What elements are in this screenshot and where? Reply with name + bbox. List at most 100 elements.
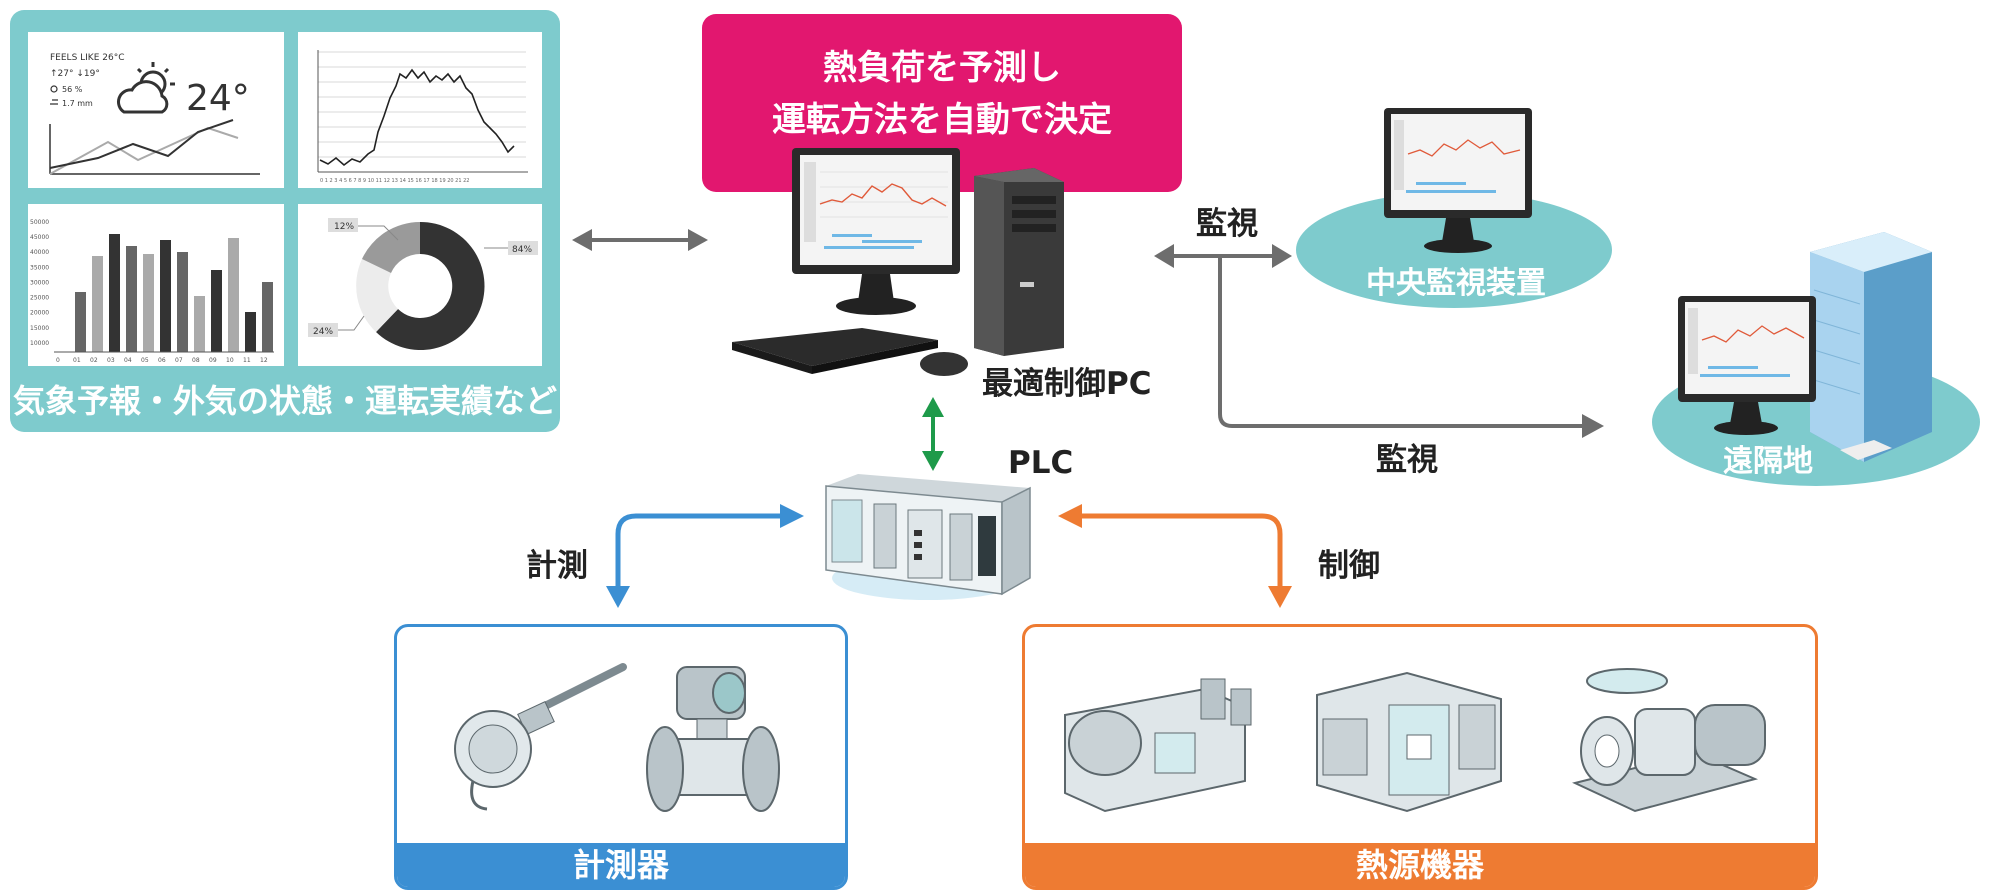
temperature-sensor-icon <box>454 663 627 811</box>
flow-meter-icon <box>646 666 780 812</box>
central-monitor-icon <box>1384 108 1532 253</box>
absorption-chiller-icon <box>1316 671 1502 813</box>
bar-mark <box>194 296 205 352</box>
prediction-box: 熱負荷を予測し 運転方法を自動で決定 <box>702 14 1182 192</box>
heat-source-equipment-box: 熱源機器 <box>1022 624 1818 890</box>
pc-tower-icon <box>974 168 1064 356</box>
svg-text:0 1 2 3 4 5 6 7 8 9 10 11 12 1: 0 1 2 3 4 5 6 7 8 9 10 11 12 13 14 15 16… <box>320 178 470 184</box>
bar-mark <box>262 282 273 352</box>
measuring-instruments-illustration <box>454 663 780 812</box>
monitor-label-top: 監視 <box>1196 206 1258 242</box>
bar-mark <box>75 292 86 352</box>
donut-chart-graphic: 12% 84% 24% <box>308 218 538 350</box>
time-series-graphic: 0 1 2 3 4 5 6 7 8 9 10 11 12 13 14 15 16… <box>317 50 528 184</box>
pc-monitor-icon <box>792 148 960 315</box>
optimal-control-pc-illustration <box>732 148 1064 376</box>
bar-y-tick: 10000 <box>30 340 49 347</box>
bar-mark <box>211 270 222 352</box>
bar-y-tick: 40000 <box>30 249 49 256</box>
data-exchange-arrow <box>572 229 708 251</box>
weather-data-panel: FEELS LIKE 26°C ↑27° ↓19° 56 % 1.7 mm 24… <box>10 10 560 432</box>
bar-mark <box>109 234 120 352</box>
bar-y-tick: 25000 <box>30 295 49 302</box>
bar-x-tick: 02 <box>90 357 98 364</box>
bar-y-tick: 30000 <box>30 279 49 286</box>
rain-icon <box>50 99 58 105</box>
bar-y-tick: 20000 <box>30 310 49 317</box>
measuring-instruments-label: 計測器 <box>397 843 845 887</box>
bar-x-tick: 01 <box>73 357 81 364</box>
monitor-label-bottom: 監視 <box>1376 442 1438 478</box>
optimal-pc-label: 最適制御PC <box>982 366 1152 402</box>
donut-chart-card: 12% 84% 24% <box>298 204 542 366</box>
mouse-icon <box>920 352 968 376</box>
bar-mark <box>228 238 239 352</box>
donut-label-box-1 <box>328 218 358 232</box>
donut-label-1: 12% <box>334 222 354 232</box>
central-monitor-illustration <box>1296 108 1612 308</box>
bar-mark <box>126 246 137 352</box>
bar-x-tick: 08 <box>192 357 200 364</box>
humidity-text: 56 % <box>62 85 83 94</box>
bar-y-tick: 35000 <box>30 264 49 271</box>
bar-y-tick: 15000 <box>30 325 49 332</box>
weather-forecast-card: FEELS LIKE 26°C ↑27° ↓19° 56 % 1.7 mm 24… <box>28 32 284 188</box>
heat-source-equipment-illustration <box>1064 668 1766 813</box>
pump-icon <box>1572 668 1766 813</box>
bar-mark <box>245 312 256 352</box>
humidity-icon <box>50 85 58 93</box>
building-icon <box>1810 232 1932 462</box>
monitoring-arrows <box>1154 244 1604 438</box>
remote-site-label: 遠隔地 <box>1723 444 1813 479</box>
plc-unit-icon <box>825 474 1031 596</box>
bar-x-tick: 09 <box>209 357 217 364</box>
chiller-icon <box>1064 678 1252 813</box>
time-series-line <box>319 68 515 167</box>
hi-lo-text: ↑27° ↓19° <box>50 69 100 79</box>
bar-chart-graphic: 50000 45000 40000 35000 30000 25000 20000 15000… <box>30 219 274 364</box>
bar-mark <box>177 252 188 352</box>
remote-monitor-icon <box>1678 296 1816 435</box>
bar-x-tick: 06 <box>158 357 166 364</box>
plc-label: PLC <box>1008 445 1074 481</box>
pc-plc-arrow <box>922 397 944 471</box>
donut-segment-light <box>356 259 398 332</box>
donut-label-box-2 <box>508 241 538 255</box>
donut-label-2: 84% <box>512 245 532 255</box>
remote-site-illustration <box>1652 232 1980 486</box>
prediction-line-1: 熱負荷を予測し <box>823 48 1061 88</box>
bar-x-tick: 10 <box>226 357 234 364</box>
control-arrow-label: 制御 <box>1318 548 1380 584</box>
central-monitor-label: 中央監視装置 <box>1366 266 1546 301</box>
measure-arrow <box>606 504 804 608</box>
measure-arrow-label: 計測 <box>526 548 588 584</box>
donut-segment-dark <box>376 221 485 350</box>
prediction-line-2: 運転方法を自動で決定 <box>772 100 1112 140</box>
weather-panel-caption: 気象予報・外気の状態・運転実績など <box>12 382 557 420</box>
plc-illustration <box>825 474 1031 600</box>
donut-segment-mid <box>362 222 420 273</box>
bar-mark <box>160 240 171 352</box>
donut-label-3: 24% <box>313 327 333 337</box>
bar-x-tick: 0 <box>56 357 60 364</box>
bar-x-tick: 03 <box>107 357 115 364</box>
bar-chart-card: 50000 45000 40000 35000 30000 25000 20000 15000… <box>28 204 284 366</box>
bar-y-tick: 50000 <box>30 219 49 226</box>
partly-cloudy-icon <box>117 62 175 114</box>
bar-mark <box>92 256 103 352</box>
bar-mark <box>143 254 154 352</box>
bar-x-tick: 11 <box>243 357 251 364</box>
control-arrow <box>1058 504 1292 608</box>
weather-line-chart <box>49 119 260 175</box>
time-series-card: 0 1 2 3 4 5 6 7 8 9 10 11 12 13 14 15 16… <box>298 32 542 188</box>
keyboard-icon <box>732 328 938 374</box>
bar-x-tick: 05 <box>141 357 149 364</box>
bar-x-tick: 04 <box>124 357 132 364</box>
bar-x-tick: 07 <box>175 357 183 364</box>
heat-source-equipment-label: 熱源機器 <box>1025 843 1815 887</box>
bar-x-tick: 12 <box>260 357 268 364</box>
measuring-instruments-box: 計測器 <box>394 624 848 890</box>
bar-y-tick: 45000 <box>30 234 49 241</box>
donut-label-box-3 <box>308 323 338 337</box>
weather-forecast-graphic: FEELS LIKE 26°C ↑27° ↓19° 56 % 1.7 mm 24… <box>49 53 260 175</box>
